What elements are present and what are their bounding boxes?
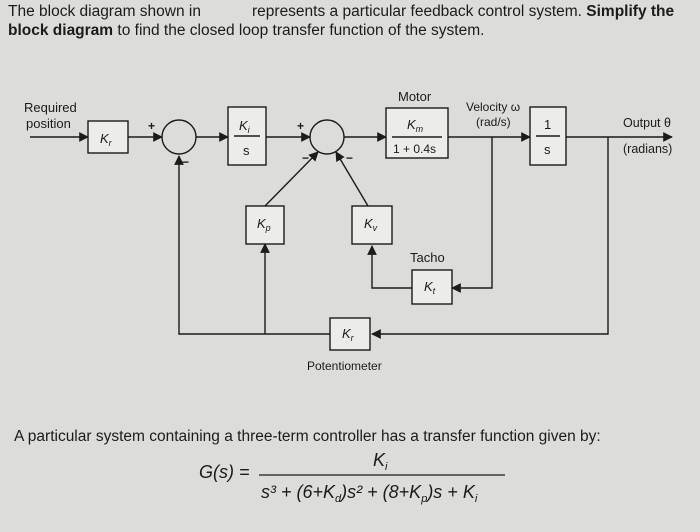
question-text-part2-plain: represents a particular feedback control… bbox=[252, 3, 582, 20]
velocity-to-tacho-line bbox=[451, 137, 493, 293]
question-text-part1: The block diagram shown in bbox=[8, 3, 201, 20]
velocity-unit: (rad/s) bbox=[476, 115, 511, 129]
sum2-minus-sign-1: − bbox=[302, 151, 309, 165]
velocity-label: Velocity ω bbox=[466, 100, 520, 114]
tacho-text: Kt bbox=[424, 279, 436, 296]
question-text-part2: represents a particular feedback control… bbox=[252, 2, 674, 21]
output-label: Output θ bbox=[623, 116, 671, 130]
sum1-minus-sign: − bbox=[182, 155, 189, 169]
question-text-line2-rest: to find the closed loop transfer functio… bbox=[117, 22, 485, 39]
motor-den-text: 1 + 0.4s bbox=[393, 142, 436, 156]
formula-numerator: Ki bbox=[373, 450, 388, 473]
block-diagram: Required position Kr Ki s Motor Km 1 + 0… bbox=[24, 89, 673, 373]
pot-text: Kr bbox=[342, 326, 355, 343]
summing-junction-1 bbox=[161, 119, 197, 155]
input-label-1: Required bbox=[24, 100, 77, 115]
pot-to-sum1-line bbox=[174, 155, 330, 335]
question-text-line2-bold: block diagram bbox=[8, 22, 114, 39]
kv-block bbox=[351, 205, 393, 245]
output-feedback-line bbox=[371, 137, 609, 339]
kp-to-sum2-line bbox=[264, 151, 319, 207]
motor-num-text: Km bbox=[407, 117, 424, 134]
question-text-line2: block diagram to find the closed loop tr… bbox=[8, 21, 484, 40]
potentiometer-block bbox=[329, 317, 371, 351]
formula-lhs: G(s) = bbox=[199, 462, 250, 482]
sum1-plus-sign: + bbox=[148, 119, 155, 133]
output-unit: (radians) bbox=[623, 142, 672, 156]
tacho-block bbox=[411, 269, 453, 305]
kv-text: Kv bbox=[364, 216, 378, 233]
bottom-question-text: A particular system containing a three-t… bbox=[14, 428, 601, 445]
transfer-function-formula: G(s) = Ki s³ + (6+Kd)s² + (8+Kp)s + Ki bbox=[199, 450, 505, 505]
motor-label: Motor bbox=[398, 89, 432, 104]
input-label-2: position bbox=[26, 116, 71, 131]
sum2-minus-sign-2: − bbox=[346, 151, 353, 165]
question-text-part2-bold: Simplify the bbox=[586, 3, 675, 20]
kr-input-block bbox=[87, 120, 129, 154]
pot-label: Potentiometer bbox=[307, 359, 382, 373]
formula-denominator: s³ + (6+Kd)s² + (8+Kp)s + Ki bbox=[261, 482, 478, 505]
ki-den-text: s bbox=[243, 143, 250, 158]
tacho-to-kv-line bbox=[367, 245, 412, 289]
kr-input-text: Kr bbox=[100, 131, 113, 148]
summing-junction-2 bbox=[309, 119, 345, 155]
sum2-plus-sign: + bbox=[297, 119, 304, 133]
kp-text: Kp bbox=[257, 216, 271, 233]
integ2-den-text: s bbox=[544, 142, 551, 157]
kv-to-sum2-line bbox=[335, 151, 369, 207]
ki-num-text: Ki bbox=[239, 118, 251, 135]
kp-block bbox=[245, 205, 285, 245]
tacho-label: Tacho bbox=[410, 250, 445, 265]
integ2-num-text: 1 bbox=[544, 117, 551, 132]
motor-block bbox=[385, 107, 449, 159]
